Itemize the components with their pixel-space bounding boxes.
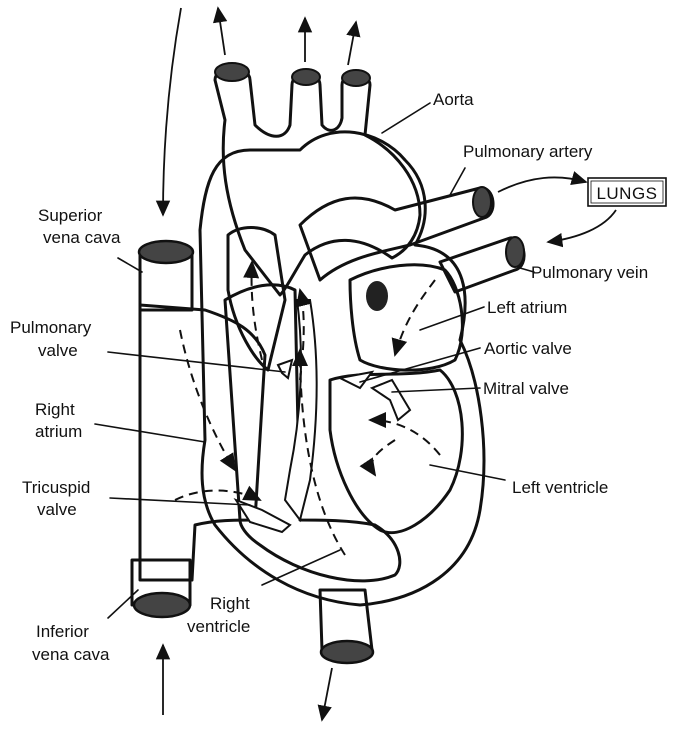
label-inferior-vena-cava-line1: Inferior <box>36 622 89 641</box>
label-aortic-valve: Aortic valve <box>484 339 572 358</box>
label-superior-vena-cava-line1: Superior <box>38 206 103 225</box>
label-left-atrium: Left atrium <box>487 298 567 317</box>
label-inferior-vena-cava-line2: vena cava <box>32 645 110 664</box>
pulmonary-vein-opening <box>506 237 524 267</box>
heart-body <box>200 132 484 605</box>
lungs-label: LUNGS <box>596 184 657 203</box>
label-right-atrium-line1: Right <box>35 400 75 419</box>
left-atrium <box>350 265 462 370</box>
lungs-box: LUNGS <box>588 178 666 206</box>
aorta <box>215 63 420 295</box>
label-left-ventricle: Left ventricle <box>512 478 608 497</box>
mitral-valve <box>372 380 410 420</box>
label-aorta: Aorta <box>433 90 474 109</box>
superior-vena-cava-opening <box>139 241 193 263</box>
left-atrium-opening <box>366 281 388 311</box>
aorta-inner-channel <box>228 228 285 371</box>
superior-vena-cava <box>139 241 193 310</box>
label-superior-vena-cava-line2: vena cava <box>43 228 121 247</box>
label-pulmonary-valve-line1: Pulmonary <box>10 318 92 337</box>
label-tricuspid-valve-line1: Tricuspid <box>22 478 90 497</box>
external-flow-arrows <box>163 8 616 720</box>
label-pulmonary-artery: Pulmonary artery <box>463 142 593 161</box>
label-tricuspid-valve-line2: valve <box>37 500 77 519</box>
pulmonary-artery-opening <box>473 187 491 217</box>
aorta-branch-1-opening <box>215 63 249 81</box>
label-pulmonary-valve-line2: valve <box>38 341 78 360</box>
label-right-ventricle-line2: ventricle <box>187 617 250 636</box>
label-pulmonary-vein: Pulmonary vein <box>531 263 648 282</box>
inferior-vena-cava-opening <box>134 593 190 617</box>
label-mitral-valve: Mitral valve <box>483 379 569 398</box>
descending-vessel-opening <box>321 641 373 663</box>
septum <box>285 300 317 520</box>
aorta-branch-3-opening <box>342 70 370 86</box>
label-right-ventricle-line1: Right <box>210 594 250 613</box>
aorta-branch-2-opening <box>292 69 320 85</box>
label-right-atrium-line2: atrium <box>35 422 82 441</box>
pulmonary-valve <box>278 360 292 378</box>
